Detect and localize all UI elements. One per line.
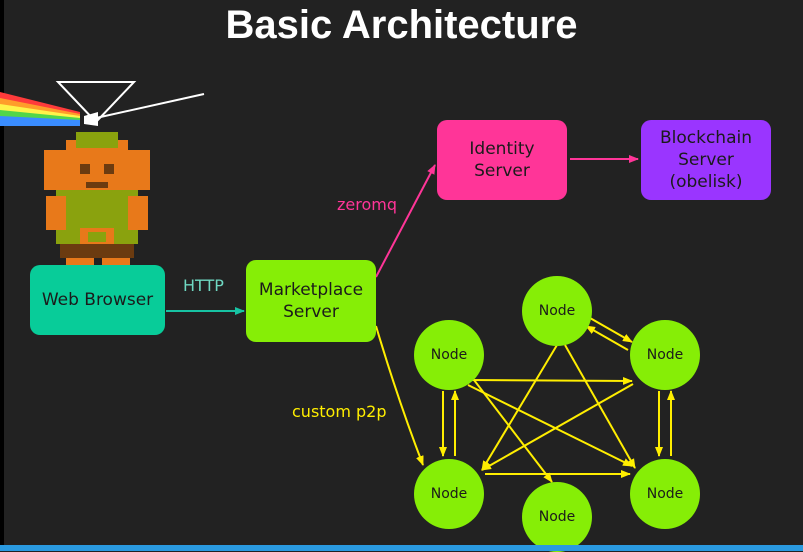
marketplace-server-box: Marketplace Server xyxy=(246,260,376,342)
zeromq-label: zeromq xyxy=(337,195,397,214)
zeromq-arrow xyxy=(375,164,436,278)
node-left-lower: Node xyxy=(414,459,484,529)
node-top: Node xyxy=(522,276,592,346)
left-edge xyxy=(0,0,4,545)
blockchain-server-box: Blockchain Server (obelisk) xyxy=(641,120,771,200)
node-right-upper: Node xyxy=(630,320,700,390)
identity-server-box: Identity Server xyxy=(437,120,567,200)
p2p-arrow xyxy=(375,325,424,466)
custom-p2p-label: custom p2p xyxy=(292,402,387,421)
node-right-lower: Node xyxy=(630,459,700,529)
prism-illustration xyxy=(0,81,205,126)
page-title: Basic Architecture xyxy=(225,3,578,47)
node-bottom: Node xyxy=(522,482,592,552)
node-mesh xyxy=(439,317,675,483)
node-left-upper: Node xyxy=(414,320,484,390)
pixel-character-illustration xyxy=(44,132,150,272)
web-browser-box: Web Browser xyxy=(30,265,165,335)
http-label: HTTP xyxy=(183,276,224,295)
bottom-accent-bar xyxy=(0,545,803,551)
